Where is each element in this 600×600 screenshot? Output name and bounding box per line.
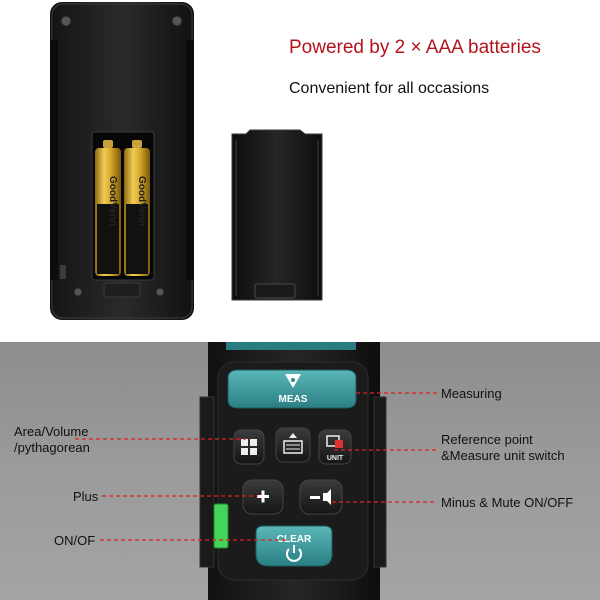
clear-label: CLEAR [277,534,312,545]
label-area-line2: /pythagorean [14,440,90,455]
battery-left [95,140,121,276]
meas-label: MEAS [279,394,308,405]
screw-icon [73,287,83,297]
unit-switch-icon [326,435,343,448]
power-indicator-light [213,503,229,549]
battery-brand-left: GoodVenn [107,176,118,226]
clear-onoff-button[interactable]: CLEAR [255,525,333,567]
device-front-illustration: MEAS [75,342,437,600]
laser-icon [285,374,301,388]
subline: Convenient for all occasions [289,80,490,97]
plus-button[interactable] [242,479,284,515]
headline: Powered by 2 × AAA batteries [289,37,541,58]
label-reference-line2: &Measure unit switch [441,448,565,463]
label-onoff: ON/OF [54,533,96,548]
minus-mute-button[interactable] [299,479,343,515]
unit-label: UNIT [327,455,344,462]
area-grid-icon [241,439,257,455]
label-plus: Plus [73,489,99,504]
label-area-line1: Area/Volume [14,424,89,439]
device-back-illustration: GoodVenn GoodVenn [50,2,323,320]
screw-icon [60,15,72,27]
screw-icon [171,15,183,27]
label-reference-line1: Reference point [441,432,533,447]
device-back [50,2,194,320]
battery-section: GoodVenn GoodVenn Powered by 2 × AAA bat… [50,2,541,320]
battery-right [124,140,150,276]
leader-lines [75,392,437,541]
keypad-section: MEAS [0,342,600,600]
battery-brand-right: GoodVenn [136,176,147,226]
battery-cover [231,129,323,301]
label-measuring: Measuring [441,386,502,401]
meas-button[interactable]: MEAS [227,369,357,409]
minus-mute-icon [310,489,331,505]
unit-button[interactable]: UNIT [318,429,352,465]
label-minus-mute: Minus & Mute ON/OFF [441,495,574,510]
screw-icon [155,287,165,297]
plus-icon [257,490,269,503]
area-volume-button[interactable] [233,429,265,465]
reference-point-button[interactable] [275,427,311,463]
power-icon [286,545,302,562]
reference-icon [283,433,303,454]
